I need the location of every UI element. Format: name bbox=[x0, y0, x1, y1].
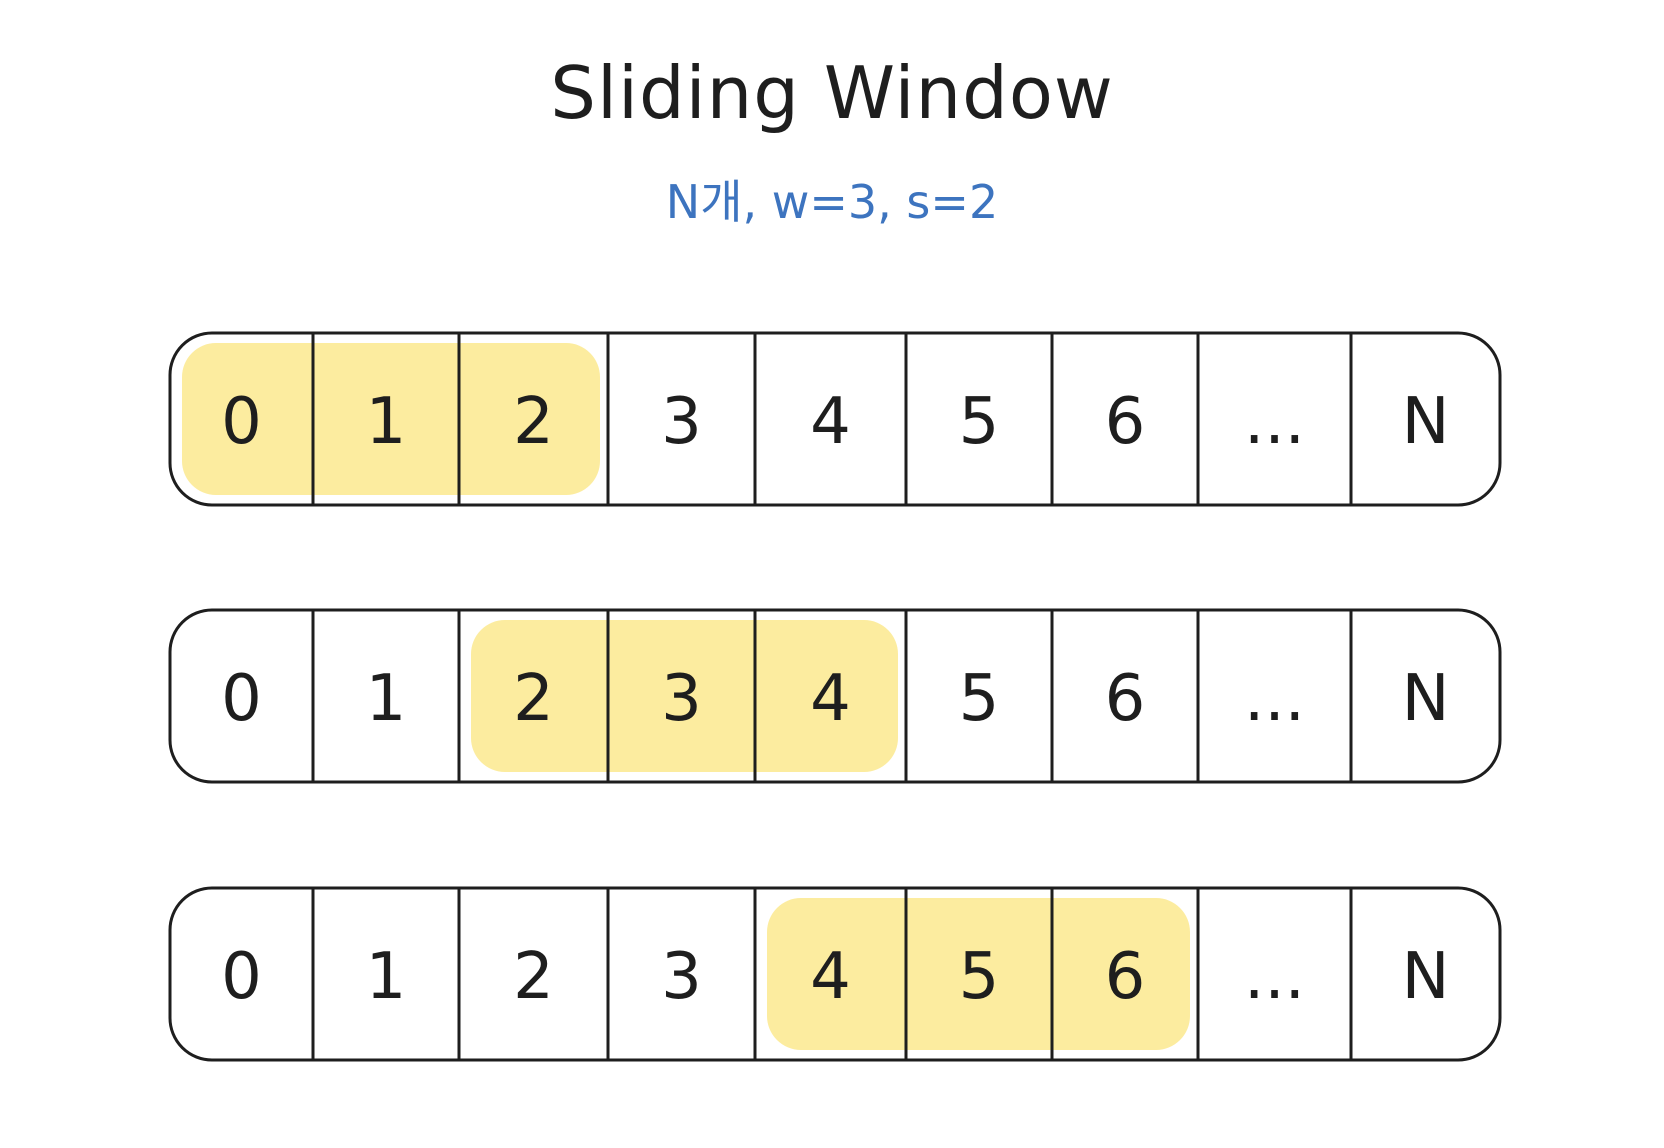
cell-index-6: 6 bbox=[1105, 662, 1146, 736]
cell-index-5: 5 bbox=[959, 662, 1000, 736]
cell-index-2: 2 bbox=[513, 385, 554, 459]
cell-index-2: 2 bbox=[513, 940, 554, 1014]
cell-n: N bbox=[1402, 662, 1450, 736]
cell-index-1: 1 bbox=[366, 940, 407, 1014]
cell-index-3: 3 bbox=[661, 662, 702, 736]
cell-index-0: 0 bbox=[221, 940, 262, 1014]
cell-index-0: 0 bbox=[221, 385, 262, 459]
array-row-3: 0 1 2 3 4 5 6... N bbox=[168, 886, 1502, 1062]
cell-index-1: 1 bbox=[366, 662, 407, 736]
cell-index-6: 6 bbox=[1105, 940, 1146, 1014]
array-row-1: 0 1 2 3 4 5 6... N bbox=[168, 331, 1502, 507]
array-row-2: 0 1 2 3 4 5 6... N bbox=[168, 608, 1502, 784]
window-highlight bbox=[767, 898, 1190, 1050]
cell-index-3: 3 bbox=[661, 385, 702, 459]
cell-index-3: 3 bbox=[661, 940, 702, 1014]
cell-index-6: 6 bbox=[1105, 385, 1146, 459]
cell-index-4: 4 bbox=[810, 662, 851, 736]
cell-index-2: 2 bbox=[513, 662, 554, 736]
cell-index-4: 4 bbox=[810, 940, 851, 1014]
cell-ellipsis: ... bbox=[1244, 662, 1305, 736]
array-frame bbox=[168, 886, 1502, 1062]
array-frame bbox=[168, 331, 1502, 507]
cell-n: N bbox=[1402, 940, 1450, 1014]
window-highlight bbox=[182, 343, 600, 495]
cell-index-0: 0 bbox=[221, 662, 262, 736]
cell-index-5: 5 bbox=[959, 940, 1000, 1014]
cell-ellipsis: ... bbox=[1244, 385, 1305, 459]
diagram-subtitle: N개, w=3, s=2 bbox=[665, 175, 999, 229]
window-highlight bbox=[471, 620, 898, 772]
array-frame bbox=[168, 608, 1502, 784]
cell-ellipsis: ... bbox=[1244, 940, 1305, 1014]
cell-index-5: 5 bbox=[959, 385, 1000, 459]
cell-n: N bbox=[1402, 385, 1450, 459]
cell-index-4: 4 bbox=[810, 385, 851, 459]
diagram-title: Sliding Window bbox=[550, 51, 1114, 135]
cell-index-1: 1 bbox=[366, 385, 407, 459]
